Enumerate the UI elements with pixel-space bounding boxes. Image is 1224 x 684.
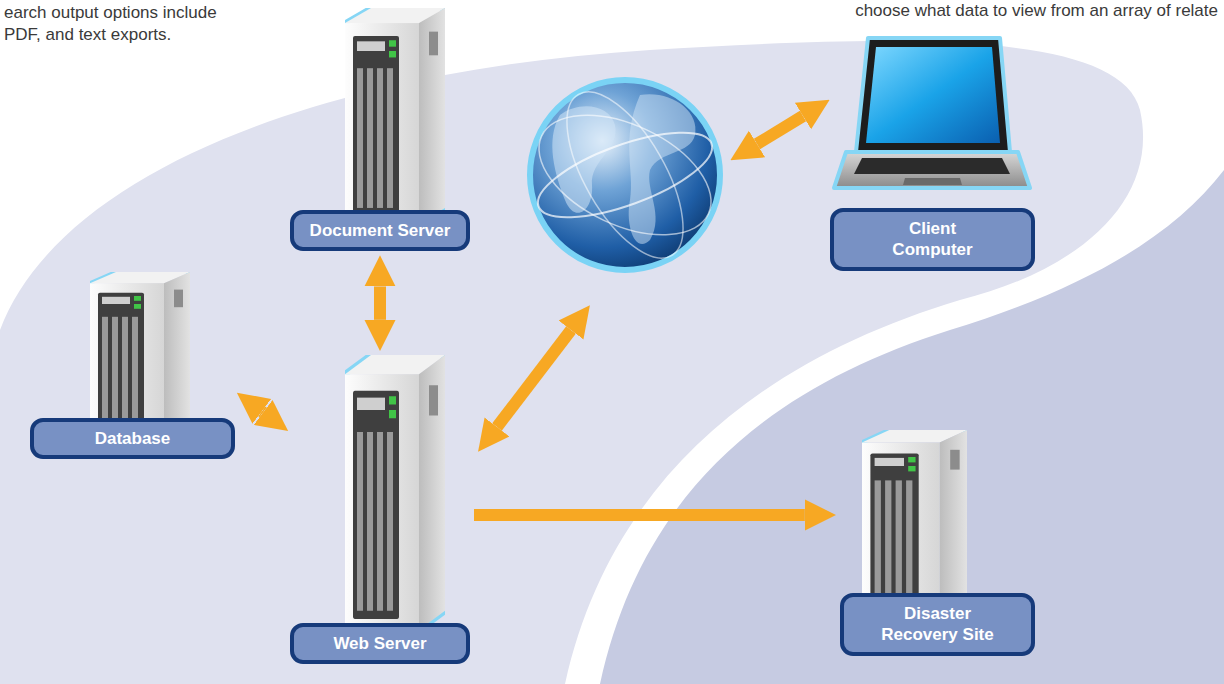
database-icon: [90, 272, 190, 432]
node-label: Web Server: [333, 633, 426, 654]
server-node: Client Computer: [830, 30, 1035, 271]
data-flow-arrow: [474, 509, 805, 521]
node-label: Database: [95, 428, 171, 449]
server-node: Database: [30, 272, 235, 459]
data-flow-arrow: [374, 286, 386, 319]
web-server-icon: [345, 355, 445, 630]
server-node: Web Server: [290, 355, 470, 664]
label-box: Client Computer: [830, 208, 1035, 271]
label-box: Document Server: [290, 210, 470, 251]
recovery-region: [600, 170, 1224, 684]
label-box: Disaster Recovery Site: [840, 593, 1035, 656]
internet-arrow: [497, 330, 571, 427]
label-box: Web Server: [290, 623, 470, 664]
node-label: Client Computer: [878, 218, 988, 261]
data-flow-arrow: [262, 405, 263, 418]
server-node: Disaster Recovery Site: [840, 430, 1035, 656]
recovery-server-icon: [862, 430, 967, 610]
node-label: Document Server: [310, 220, 451, 241]
internet-arrow: [757, 116, 803, 144]
internet-globe: [520, 74, 729, 275]
note-text: choose what data to view from an array o…: [855, 0, 1218, 22]
server-node: Document Server: [290, 8, 470, 251]
node-label: Disaster Recovery Site: [875, 603, 1000, 646]
document-server-icon: [345, 8, 445, 223]
label-box: Database: [30, 418, 235, 459]
note-text: earch output options include PDF, and te…: [4, 2, 254, 46]
laptop-icon: [834, 38, 1030, 188]
